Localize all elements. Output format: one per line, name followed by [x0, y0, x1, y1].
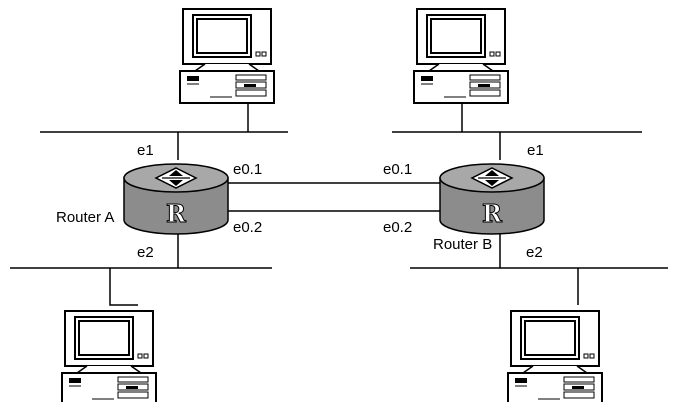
router-b: R [439, 163, 545, 235]
computer-icon [179, 8, 275, 104]
router-a-label: Router A [56, 209, 114, 226]
router-a-icon-letter: R [166, 199, 187, 228]
cable-host-top-right [461, 102, 466, 132]
router-b-label: Router B [433, 236, 492, 253]
router-a: R [123, 163, 229, 235]
router-a-e0-1-label: e0.1 [233, 161, 262, 178]
cable-host-bottom-left [109, 268, 138, 306]
computer-icon [413, 8, 509, 104]
router-b-e0-2-label: e0.2 [383, 219, 412, 236]
router-a-e1-label: e1 [137, 142, 154, 159]
computer-icon [507, 310, 603, 402]
router-b-e2-label: e2 [526, 244, 543, 261]
cable-host-top-left [222, 102, 249, 132]
router-b-icon-letter: R [482, 199, 503, 228]
computer-icon [61, 310, 157, 402]
router-b-e0-1-label: e0.1 [383, 161, 412, 178]
router-b-e1-label: e1 [527, 142, 544, 159]
router-a-e2-label: e2 [137, 244, 154, 261]
router-a-e0-2-label: e0.2 [233, 219, 262, 236]
